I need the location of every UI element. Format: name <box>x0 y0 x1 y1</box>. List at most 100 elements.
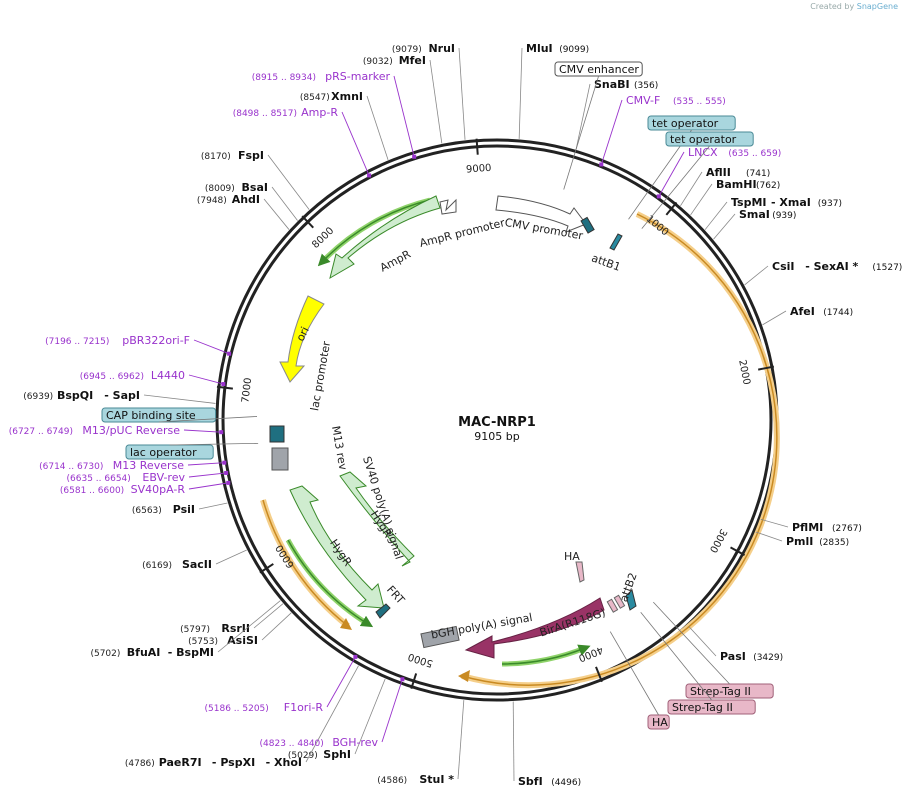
primer-name: CMV-F <box>626 94 660 107</box>
primer-range: (6714 .. 6730) <box>39 462 103 472</box>
bgh-polyA-box <box>420 625 460 649</box>
boxed-label-text: Strep-Tag II <box>672 701 733 714</box>
primer-name: pBR322ori-F <box>122 334 190 347</box>
primer: M13 Reverse(6714 .. 6730) <box>39 459 227 472</box>
primer-range: (6945 .. 6962) <box>80 372 144 382</box>
label-ampr: AmpR <box>378 247 413 274</box>
attb1-mark <box>580 216 595 234</box>
ring-tick-mark <box>259 563 274 574</box>
primer-name: Amp-R <box>301 106 338 119</box>
boxed-label-leader <box>640 611 712 701</box>
ring-tick-mark <box>730 546 746 556</box>
site-leader-line <box>762 310 787 326</box>
label-birA: BirA(R118G) <box>538 606 607 640</box>
primer-site-mark <box>412 154 417 159</box>
site-text: (1527) <box>872 263 902 273</box>
primer-labels: pRS-marker(8915 .. 8934)Amp-R(8498 .. 85… <box>9 70 782 749</box>
attb1-arrow <box>609 233 623 251</box>
primer-leader-line <box>393 75 415 157</box>
label-attb1: attB1 <box>590 251 623 273</box>
primer-site-mark <box>656 194 661 199</box>
site-text: SacII <box>182 558 212 571</box>
site-leader-line <box>518 47 523 139</box>
site-leader-line <box>680 171 703 207</box>
frt-arrow <box>375 603 391 619</box>
primer-site-mark <box>224 470 229 475</box>
site-leader-line <box>267 154 310 210</box>
primer: L4440(6945 .. 6962) <box>80 369 226 387</box>
primer-range: (535 .. 555) <box>673 97 726 107</box>
site-text: - PspXI <box>212 756 255 769</box>
site-text: PmlI <box>786 535 813 548</box>
site-leader-line <box>305 665 359 763</box>
primer-range: (8498 .. 8517) <box>233 109 297 119</box>
site-text: (4586) <box>377 776 407 786</box>
site-leader-line <box>690 183 713 216</box>
restriction-site: TspMI- XmaI(937) <box>704 196 842 230</box>
primer-range: (7196 .. 7215) <box>45 337 109 347</box>
plasmid-length: 9105 bp <box>474 430 519 443</box>
boxed-label: CMV enhancer <box>554 61 643 190</box>
site-leader-line <box>512 701 515 782</box>
site-text: TspMI <box>731 196 767 209</box>
ring-tick-mark <box>410 673 418 689</box>
primer: SV40pA-R(6581 .. 6600) <box>60 480 231 496</box>
site-text: (9099) <box>559 45 589 55</box>
lac-operator-box <box>269 425 285 443</box>
primer-range: (8915 .. 8934) <box>252 73 316 83</box>
site-text: (8170) <box>201 152 231 162</box>
primer-leader-line <box>193 339 230 355</box>
restriction-site: SphI(5029) <box>288 678 386 761</box>
site-text: SmaI <box>739 208 770 221</box>
site-text: (939) <box>772 211 796 221</box>
primer-leader-line <box>600 99 623 165</box>
site-text: (5797) <box>180 625 210 635</box>
primer-leader-line <box>658 151 685 197</box>
site-text: (7948) <box>197 196 227 206</box>
site-text: PasI <box>720 650 746 663</box>
ring-tick-mark <box>301 215 314 229</box>
boxed-label-text: CMV enhancer <box>559 63 639 76</box>
site-leader-line <box>143 394 216 404</box>
birA-arrow <box>464 597 605 659</box>
restriction-site: BsaI(8009) <box>205 181 298 221</box>
site-text: AsiSI <box>227 634 258 647</box>
primer-site-mark <box>227 351 232 356</box>
restriction-site: BamHI(762) <box>690 178 780 216</box>
strep-tag-mark-2 <box>613 594 626 609</box>
boxed-label-text: CAP binding site <box>106 409 196 422</box>
primer-site-mark <box>599 162 604 167</box>
site-text: (9032) <box>363 57 393 67</box>
ring-tick-label: 5000 <box>407 650 435 668</box>
site-text: FspI <box>238 149 264 162</box>
site-text: SphI <box>323 748 351 761</box>
hygr-arrow-inner <box>339 471 415 567</box>
orange-arc-left-head <box>340 618 352 630</box>
site-text: (5753) <box>188 637 218 647</box>
site-text: (6563) <box>132 506 162 516</box>
ring-tick-mark <box>475 138 479 155</box>
primer-range: (6635 .. 6654) <box>67 474 131 484</box>
site-leader-line <box>760 518 789 528</box>
site-text: (356) <box>634 81 658 91</box>
label-attb2: attB2 <box>617 571 639 604</box>
restriction-sites: MluI(9099)NruI(9079)MfeI(9032)XmnI(8547)… <box>23 42 902 788</box>
primer-site-mark <box>226 480 231 485</box>
restriction-site: FspI (8170) <box>201 149 310 210</box>
ring-tick-label: 1000 <box>644 214 671 239</box>
site-text: (8009) <box>205 184 235 194</box>
site-leader-line <box>217 600 281 653</box>
boxed-label: Strep-Tag II <box>653 601 774 699</box>
site-text: (4496) <box>551 778 581 788</box>
restriction-site: StuI *(4586) <box>377 700 465 786</box>
restriction-site: RsrII(5797) <box>180 603 284 635</box>
boxed-label-leader <box>641 145 710 229</box>
primer-site-mark <box>400 677 405 682</box>
site-text: (741) <box>746 169 770 179</box>
site-leader-line <box>744 265 769 286</box>
primer-leader-line <box>326 656 356 708</box>
ring-tick-label: 3000 <box>707 527 729 555</box>
label-m13-rev: M13 rev <box>329 425 350 472</box>
